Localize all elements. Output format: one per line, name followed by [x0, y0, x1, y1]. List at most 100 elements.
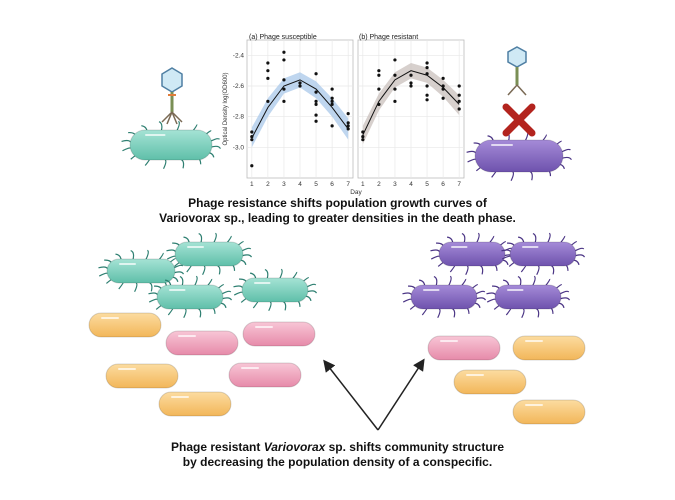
data-point	[250, 130, 254, 134]
flagellum	[461, 233, 466, 243]
confidence-band	[251, 72, 349, 148]
flagellum	[517, 276, 522, 286]
bacterium-body	[453, 369, 527, 395]
caption-top-line2: Variovorax sp., leading to greater densi…	[159, 211, 516, 225]
purple-bacterium-large	[466, 130, 572, 181]
data-point	[425, 98, 429, 102]
bacteria-layer	[88, 120, 586, 425]
panel-title-a: (a) Phage susceptible	[249, 34, 317, 41]
flagellum	[437, 308, 441, 319]
x-tick-label: 4	[409, 181, 413, 188]
data-point	[377, 87, 381, 91]
data-point	[393, 73, 397, 77]
bacterium-highlight	[423, 289, 440, 291]
data-point	[441, 76, 445, 80]
data-point	[425, 66, 429, 70]
bacterium-highlight	[145, 134, 166, 136]
data-point	[441, 96, 445, 100]
data-point	[425, 84, 429, 88]
data-point	[314, 72, 318, 76]
bacterium-highlight	[440, 340, 458, 342]
flagellum	[210, 145, 221, 149]
data-point	[393, 58, 397, 62]
flagellum	[306, 290, 318, 294]
left-phage-icon	[161, 67, 183, 125]
bacterium-body	[105, 363, 179, 389]
bacterium-highlight	[255, 326, 273, 328]
flagellum	[532, 275, 536, 286]
x-tick-label: 3	[282, 181, 286, 188]
bacterium-body	[474, 139, 564, 173]
caption-bottom-pre: Phage resistant	[171, 440, 264, 454]
bacterium-body	[165, 330, 239, 356]
data-point	[250, 135, 254, 139]
data-point	[346, 112, 350, 116]
orange-bacterium	[158, 391, 232, 417]
caption-bottom: Phage resistant Variovorax sp. shifts co…	[0, 440, 675, 470]
bacterium-highlight	[254, 282, 271, 284]
purple-bacterium	[486, 275, 571, 319]
bacterium-highlight	[451, 246, 468, 248]
data-point	[282, 58, 286, 62]
flagellum	[221, 297, 233, 301]
data-point	[282, 87, 286, 91]
data-point	[282, 50, 286, 54]
flagellum	[213, 232, 217, 243]
flagellum	[241, 247, 252, 252]
bacterium-highlight	[507, 289, 524, 291]
flagellum	[98, 266, 109, 270]
data-point	[441, 87, 445, 91]
x-tick-label: 7	[346, 181, 350, 188]
pink-bacterium	[242, 321, 316, 347]
flagellum	[268, 301, 272, 312]
bacterium-body	[427, 335, 501, 361]
bacterium-highlight	[171, 396, 189, 398]
x-tick-label: 2	[266, 181, 270, 188]
caption-top-line1: Phage resistance shifts population growt…	[188, 196, 487, 210]
flagellum	[166, 249, 177, 253]
data-point	[266, 76, 270, 80]
flagellum	[202, 265, 206, 276]
x-tick-label: 3	[393, 181, 397, 188]
bacterium-highlight	[119, 263, 136, 265]
data-point	[250, 138, 254, 142]
flagellum	[433, 276, 438, 286]
purple-bacterium	[501, 232, 586, 276]
flagellum	[306, 283, 317, 288]
flagellum	[475, 297, 487, 301]
flagellum	[179, 276, 184, 286]
data-point	[393, 87, 397, 91]
flagellum	[158, 121, 163, 131]
x-tick-label: 6	[441, 181, 445, 188]
pink-bacterium	[165, 330, 239, 356]
flagellum	[173, 271, 185, 275]
data-point	[330, 96, 334, 100]
bacterium-body	[228, 362, 302, 388]
data-point	[441, 84, 445, 88]
flagellum	[148, 281, 153, 292]
flagellum	[145, 249, 149, 260]
flagellum	[486, 292, 497, 296]
flagellum	[561, 156, 572, 161]
data-point	[457, 93, 461, 97]
flagellum	[241, 254, 253, 258]
pink-bacterium	[228, 362, 302, 388]
x-tick-label: 5	[314, 181, 318, 188]
bacterium-highlight	[118, 368, 136, 370]
y-axis-label: Optical Density log(OD600)	[223, 72, 229, 145]
bacterium-highlight	[241, 367, 259, 369]
flagellum	[521, 308, 525, 319]
flagellum	[279, 268, 283, 279]
data-point	[314, 102, 318, 106]
flagellum	[559, 297, 571, 301]
y-tick-label: -2.8	[233, 114, 245, 121]
arrow-left	[323, 359, 379, 431]
x-tick-label: 6	[330, 181, 334, 188]
data-point	[266, 99, 270, 103]
data-point	[346, 127, 350, 131]
data-point	[330, 124, 334, 128]
caption-bottom-line2: by decreasing the population density of …	[182, 455, 493, 469]
flagellum	[183, 308, 187, 319]
pink-bacterium	[427, 335, 501, 361]
